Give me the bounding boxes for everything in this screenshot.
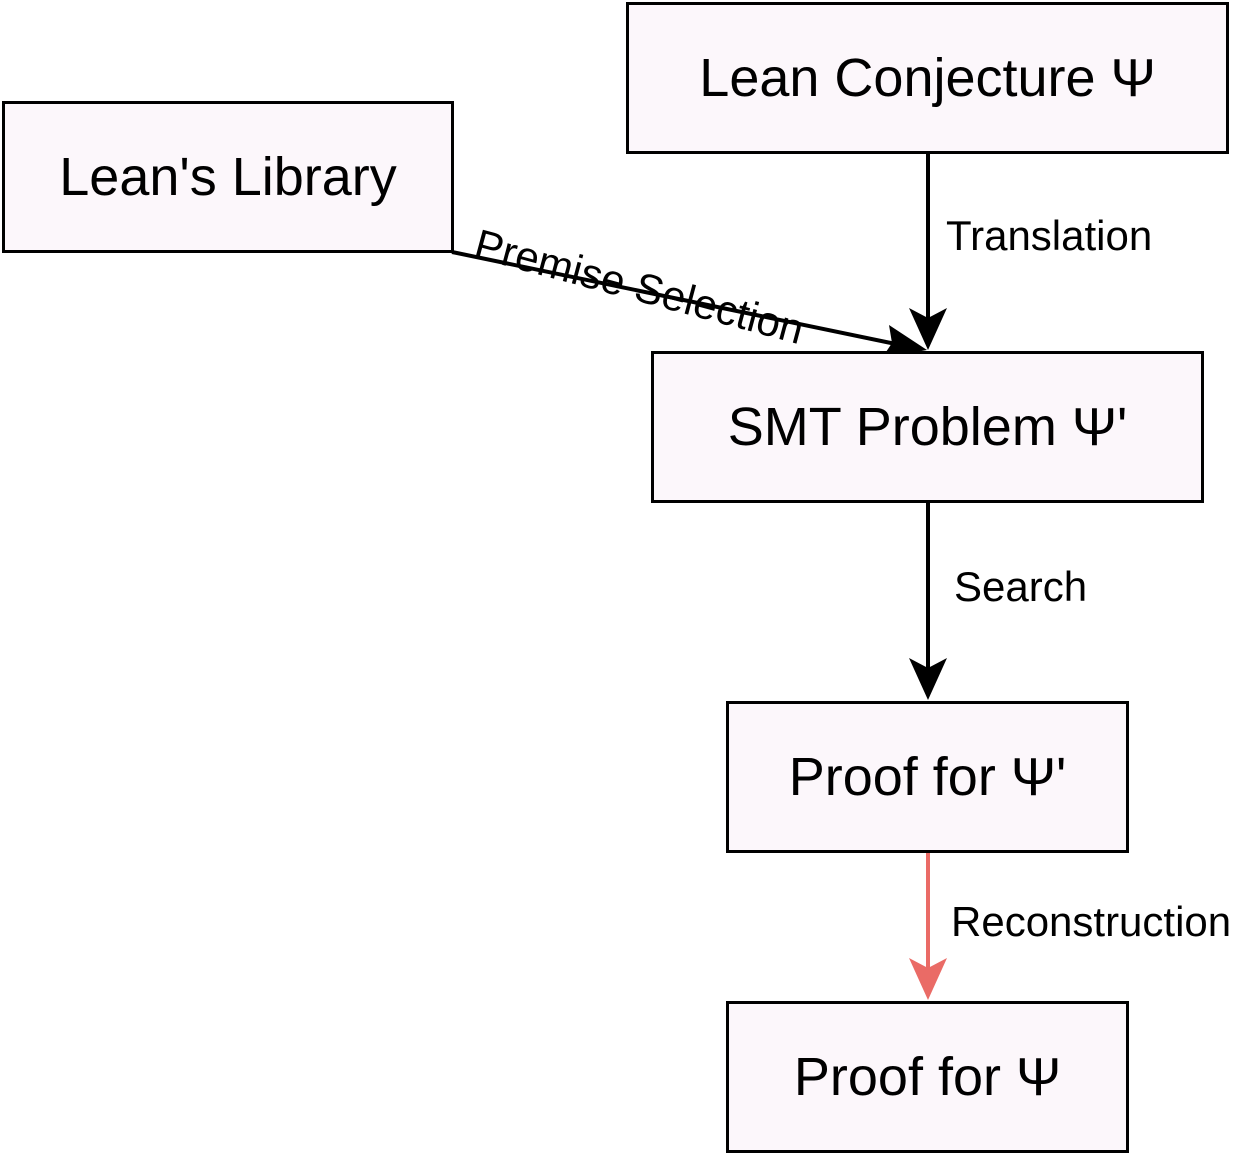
lean-conjecture-label: Lean Conjecture Ψ	[699, 48, 1156, 108]
translation-arrowhead	[909, 308, 947, 350]
lean-conjecture-node: Lean Conjecture Ψ	[626, 2, 1229, 154]
smt-problem-node: SMT Problem Ψ'	[651, 351, 1204, 503]
search-label: Search	[954, 563, 1088, 610]
edge-reconstruction	[909, 853, 947, 1000]
proof-prime-label: Proof for Ψ'	[788, 747, 1067, 807]
proof-label: Proof for Ψ	[793, 1047, 1062, 1107]
lean-library-node: Lean's Library	[2, 101, 454, 253]
lean-library-label: Lean's Library	[59, 147, 397, 207]
edge-premise-selection	[451, 250, 927, 358]
search-arrowhead	[909, 658, 947, 700]
proof-prime-node: Proof for Ψ'	[726, 701, 1129, 853]
premise-selection-arrowhead	[882, 325, 927, 358]
translation-label: Translation	[946, 212, 1153, 259]
edge-search	[909, 503, 947, 700]
reconstruction-arrowhead	[909, 958, 947, 1000]
proof-node: Proof for Ψ	[726, 1001, 1129, 1153]
edge-translation	[909, 154, 947, 350]
premise-selection-line	[451, 250, 921, 351]
reconstruction-label: Reconstruction	[951, 898, 1232, 945]
smt-problem-label: SMT Problem Ψ'	[727, 397, 1128, 457]
